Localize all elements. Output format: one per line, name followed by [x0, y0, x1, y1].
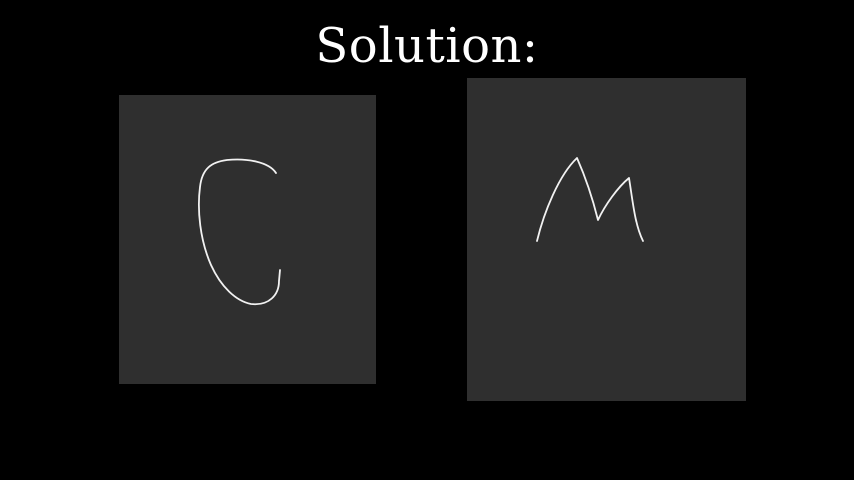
slide-title: Solution: — [315, 18, 539, 74]
handwritten-letter-m — [536, 157, 644, 242]
drawing-panel-left: C — [119, 95, 376, 384]
handwritten-letter-c — [198, 158, 281, 306]
drawing-panel-right: M — [467, 78, 746, 401]
